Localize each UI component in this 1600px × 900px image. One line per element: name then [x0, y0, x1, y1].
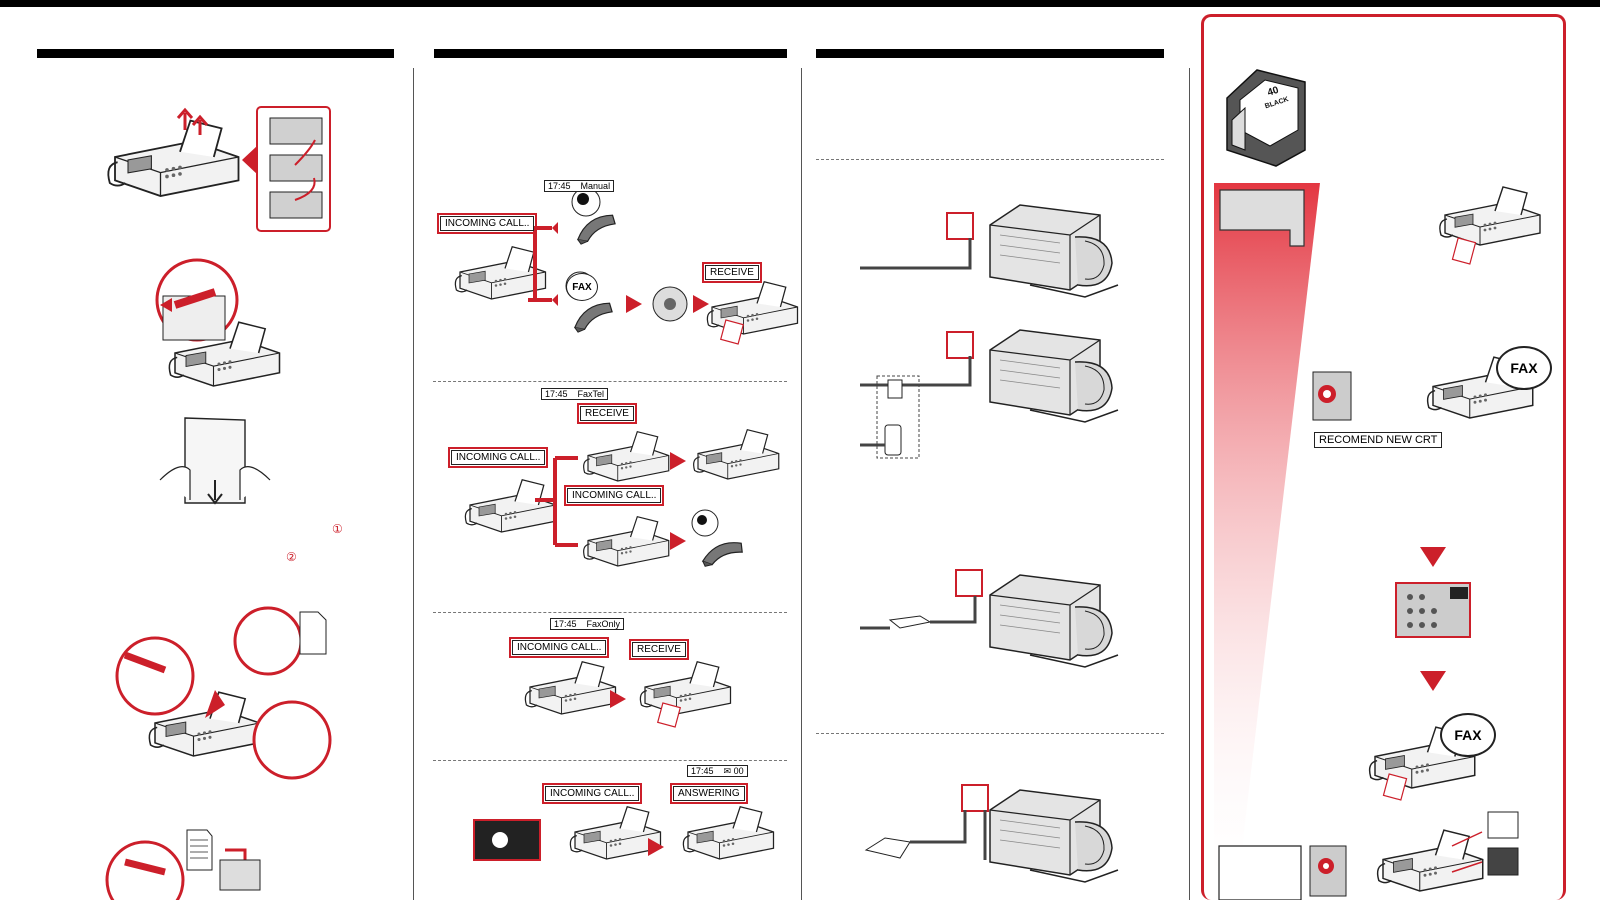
section-divider: [433, 760, 787, 761]
alarm-lamp-illustration: [1312, 371, 1352, 421]
receive-label: RECEIVE: [702, 262, 762, 283]
paper-guide-illustration: [155, 258, 281, 387]
lcd-time: 17:45: [691, 766, 714, 776]
document-load-illustration: [105, 829, 261, 900]
step-1-marker: ①: [332, 522, 343, 536]
lcd-time: 17:45: [548, 181, 571, 191]
section-divider: [433, 612, 787, 613]
cartridge-panel: [1201, 14, 1566, 900]
incoming-call-label: INCOMING CALL..: [447, 447, 549, 468]
incoming-call-label: INCOMING CALL..: [563, 485, 665, 506]
flow-arrow: [670, 532, 686, 550]
flow-arrow: [693, 295, 709, 313]
lcd-mode: ✉ 00: [723, 766, 744, 776]
down-arrow: [1420, 547, 1446, 567]
incoming-call-label: INCOMING CALL..: [436, 213, 538, 234]
lcd-faxonly: 17:45 FaxOnly: [550, 618, 625, 630]
answering-label: ANSWERING: [670, 783, 748, 804]
flow-arrow: [626, 295, 642, 313]
connection-diagram-3: [860, 569, 1119, 668]
connection-diagram-2: [860, 329, 1119, 459]
fax-label: FAX: [572, 281, 592, 293]
fax-label: FAX: [1510, 360, 1538, 376]
column-divider-1: [413, 68, 414, 900]
lcd-manual: 17:45 Manual: [544, 180, 615, 192]
recommend-new-cartridge-label: RECOMEND NEW CRT: [1314, 432, 1443, 448]
connection-diagram-1: [860, 204, 1119, 298]
column-1-header-bar: [37, 49, 394, 58]
column-3-header-bar: [816, 49, 1164, 58]
paper-support-illustration: [107, 106, 331, 232]
receive-label: RECEIVE: [629, 639, 689, 660]
flow-arrow: [670, 452, 686, 470]
faxtel-mode-diagram: [464, 429, 780, 578]
column-2-header-bar: [434, 49, 787, 58]
paper-load-illustration: [115, 606, 332, 780]
column-divider-3: [1189, 68, 1190, 900]
connection-diagram-4: [864, 784, 1119, 883]
faxonly-mode-diagram: [524, 661, 732, 728]
fax-circle-label: FAX: [566, 273, 598, 301]
down-arrow: [1420, 671, 1446, 691]
lcd-mode: FaxTel: [577, 389, 605, 399]
incoming-call-label: INCOMING CALL..: [508, 637, 610, 658]
section-divider: [816, 733, 1164, 734]
receive-label: RECEIVE: [577, 403, 637, 424]
step-2-marker: ②: [286, 550, 297, 564]
fax-label: FAX: [1454, 727, 1482, 743]
lcd-mode: Manual: [580, 181, 611, 191]
paper-stack-illustration: [159, 417, 271, 505]
top-border: [0, 0, 1600, 7]
flow-arrow: [610, 690, 626, 708]
cartridge-number: 40: [1266, 84, 1281, 99]
answering-mode-diagram: [473, 806, 775, 861]
lcd-time: 17:45: [554, 619, 577, 629]
lcd-faxtel: 17:45 FaxTel: [541, 388, 609, 400]
incoming-call-label: INCOMING CALL..: [541, 783, 643, 804]
cartridge-replace-illustration: [1218, 811, 1519, 900]
section-divider: [816, 159, 1164, 160]
lcd-answering: 17:45 ✉ 00: [687, 765, 748, 777]
flow-arrow: [648, 838, 664, 856]
column-divider-2: [801, 68, 802, 900]
cartridge-illustration: [1226, 69, 1306, 167]
fax-thought-bubble: FAX: [1440, 713, 1496, 757]
operation-panel-illustration: [1395, 582, 1471, 638]
lcd-time: 17:45: [545, 389, 568, 399]
fax-thought-bubble: FAX: [1496, 346, 1552, 390]
cartridge-slot-illustration: [1219, 189, 1305, 247]
section-divider: [433, 381, 787, 382]
highlight-beam: [1214, 183, 1320, 900]
lcd-mode: FaxOnly: [586, 619, 621, 629]
